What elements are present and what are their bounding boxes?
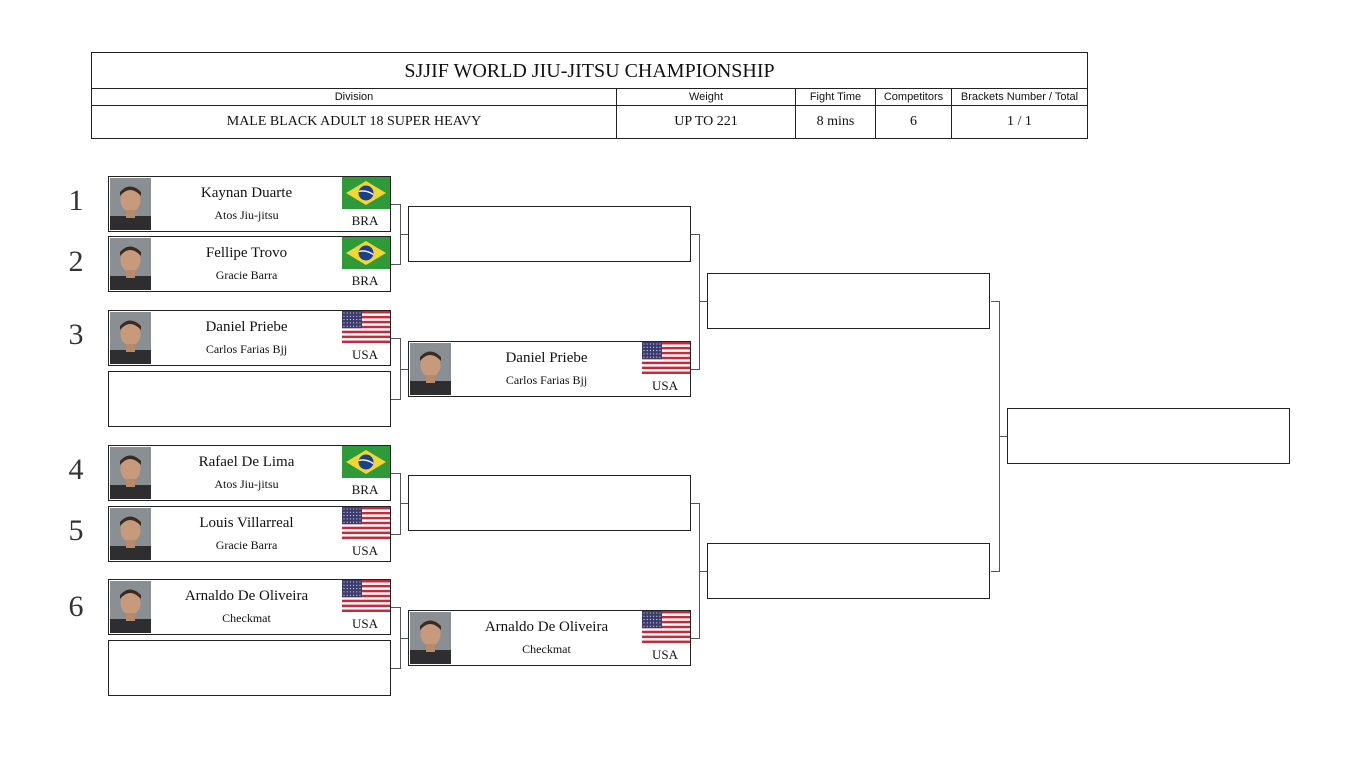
competitor-name: Kaynan Duarte (200, 185, 293, 201)
brazil-flag-icon (342, 446, 390, 478)
empty-bye-box (108, 640, 391, 696)
competitor-box[interactable]: Daniel Priebe Carlos Farias Bjj USA (408, 341, 691, 397)
empty-match-box[interactable] (408, 475, 691, 531)
division-value: MALE BLACK ADULT 18 SUPER HEAVY (226, 114, 482, 129)
competitor-name: Rafael De Lima (198, 454, 295, 470)
competitor-team: Gracie Barra (215, 538, 278, 552)
bracket-connector (991, 571, 999, 572)
seed-number: 3 (68, 318, 84, 351)
competitor-photo (110, 447, 151, 499)
competitor-team: Checkmat (222, 611, 271, 625)
competitor-photo (110, 312, 151, 364)
country-code: USA (651, 647, 678, 662)
fight-time-label: Fight Time (795, 88, 875, 106)
competitors-value: 6 (875, 106, 951, 138)
competitor-team: Checkmat (522, 642, 571, 656)
competitor-name: Fellipe Trovo (205, 245, 288, 261)
bracket-connector (391, 668, 400, 669)
competitor-team: Carlos Farias Bjj (505, 373, 588, 387)
competitor-team: Atos Jiu-jitsu (214, 208, 279, 222)
competitor-name: Arnaldo De Oliveira (184, 588, 309, 604)
bracket-connector (699, 234, 700, 370)
competitor-photo (110, 178, 151, 230)
weight-label: Weight (616, 88, 795, 106)
country-code: USA (351, 543, 378, 558)
competitor-box[interactable]: Arnaldo De Oliveira Checkmat USA (408, 610, 691, 666)
competitor-photo (410, 612, 451, 664)
country-code: USA (351, 616, 378, 631)
competitor-name: Daniel Priebe (205, 319, 288, 335)
competitor-name: Louis Villarreal (199, 515, 294, 531)
bracket-connector (691, 638, 699, 639)
country-code: BRA (351, 482, 379, 497)
fight-time-value: 8 mins (795, 106, 875, 138)
competitor-photo (110, 508, 151, 560)
competitor-photo (110, 581, 151, 633)
competitor-box[interactable]: Louis Villarreal Gracie Barra USA (108, 506, 391, 562)
competitor-name: Arnaldo De Oliveira (484, 619, 609, 635)
brackets-value: 1 / 1 (951, 106, 1087, 138)
competitor-photo (110, 238, 151, 290)
bracket-connector (691, 369, 699, 370)
usa-flag-icon (342, 311, 390, 343)
bracket-connector (391, 473, 400, 474)
seed-number: 1 (68, 184, 84, 217)
country-code: BRA (351, 213, 379, 228)
bracket-connector (391, 264, 400, 265)
competitor-team: Atos Jiu-jitsu (214, 477, 279, 491)
final-box[interactable] (1007, 408, 1290, 464)
brazil-flag-icon (342, 237, 390, 269)
bracket-connector (699, 571, 707, 572)
bracket-connector (400, 473, 401, 535)
empty-match-box[interactable] (408, 206, 691, 262)
bracket-connector (691, 503, 699, 504)
semifinal-box[interactable] (707, 543, 990, 599)
competitors-label: Competitors (875, 88, 951, 106)
bracket-header-table: SJJIF WORLD JIU-JITSU CHAMPIONSHIP Divis… (91, 52, 1088, 139)
bracket-connector (391, 204, 400, 205)
bracket-connector (391, 607, 400, 608)
empty-bye-box (108, 371, 391, 427)
bracket-connector (400, 369, 408, 370)
competitor-box[interactable]: Rafael De Lima Atos Jiu-jitsu BRA (108, 445, 391, 501)
competitor-name: Daniel Priebe (505, 350, 588, 366)
competitor-photo (410, 343, 451, 395)
usa-flag-icon (642, 611, 690, 643)
competitor-box[interactable]: Daniel Priebe Carlos Farias Bjj USA (108, 310, 391, 366)
bracket-connector (400, 234, 408, 235)
brazil-flag-icon (342, 177, 390, 209)
seed-number: 5 (68, 514, 84, 547)
competitor-box[interactable]: Arnaldo De Oliveira Checkmat USA (108, 579, 391, 635)
seed-number: 4 (68, 453, 84, 486)
bracket-connector (391, 338, 400, 339)
usa-flag-icon (642, 342, 690, 374)
bracket-connector (991, 301, 999, 302)
division-label: Division (92, 88, 616, 106)
weight-value: UP TO 221 (616, 106, 795, 138)
country-code: USA (351, 347, 378, 362)
bracket-connector (699, 301, 707, 302)
brackets-label: Brackets Number / Total (951, 88, 1087, 106)
bracket-connector (400, 638, 408, 639)
bracket-connector (691, 234, 699, 235)
usa-flag-icon (342, 507, 390, 539)
competitor-box[interactable]: Fellipe Trovo Gracie Barra BRA (108, 236, 391, 292)
country-code: BRA (351, 273, 379, 288)
bracket-connector (400, 503, 408, 504)
country-code: USA (651, 378, 678, 393)
seed-number: 6 (68, 590, 84, 623)
bracket-connector (999, 436, 1007, 437)
seed-number: 2 (68, 245, 84, 278)
bracket-connector (391, 399, 400, 400)
competitor-team: Gracie Barra (215, 268, 278, 282)
semifinal-box[interactable] (707, 273, 990, 329)
championship-title: SJJIF WORLD JIU-JITSU CHAMPIONSHIP (92, 53, 1087, 89)
competitor-team: Carlos Farias Bjj (205, 342, 288, 356)
competitor-box[interactable]: Kaynan Duarte Atos Jiu-jitsu BRA (108, 176, 391, 232)
bracket-connector (391, 534, 400, 535)
usa-flag-icon (342, 580, 390, 612)
